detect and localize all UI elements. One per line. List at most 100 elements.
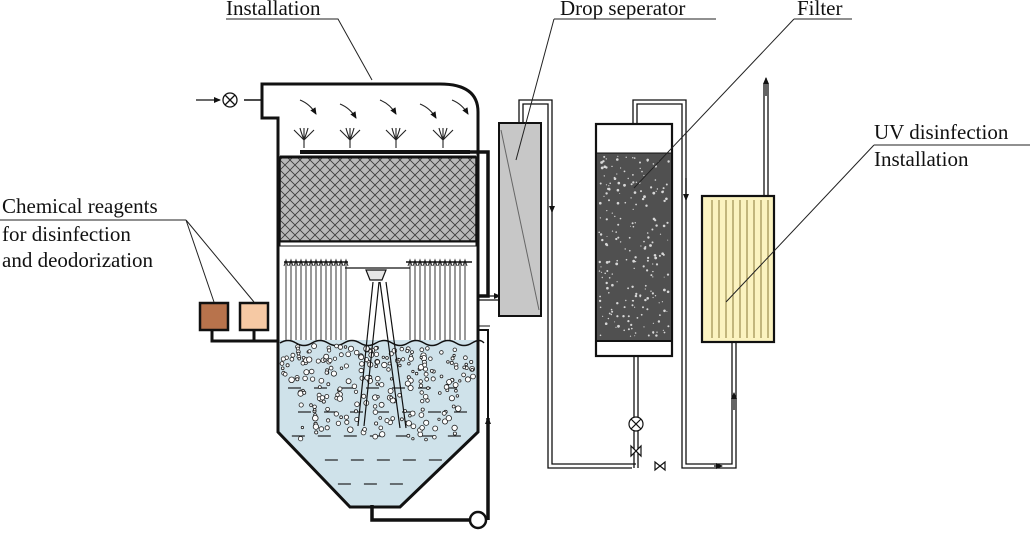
uv-disinfection-unit xyxy=(700,194,776,344)
bubble xyxy=(312,404,317,409)
spray-nozzle xyxy=(293,127,315,148)
bubble xyxy=(280,356,286,362)
filter-speck xyxy=(631,327,633,330)
bubble xyxy=(423,394,429,400)
gas-flow-arrow xyxy=(339,103,357,119)
filter-speck xyxy=(646,269,649,272)
bubble xyxy=(420,398,425,404)
filter-speck xyxy=(603,195,605,197)
reagent-tank-2 xyxy=(238,301,270,332)
bubble xyxy=(302,375,308,382)
bubble xyxy=(288,376,295,383)
bubble xyxy=(384,418,390,424)
filter-speck xyxy=(628,236,631,239)
bubble xyxy=(443,384,450,390)
filter-speck xyxy=(619,241,622,243)
bubble xyxy=(408,356,414,362)
bubble xyxy=(455,405,462,412)
bubble xyxy=(437,417,441,421)
tube-tip xyxy=(343,258,349,267)
bubble xyxy=(372,409,379,415)
filter-speck xyxy=(604,322,608,326)
bubble xyxy=(418,383,424,388)
bubble xyxy=(419,355,423,360)
filter-speck xyxy=(616,188,620,192)
bubble xyxy=(418,379,423,384)
bubble xyxy=(463,355,468,361)
filter-speck xyxy=(642,265,645,268)
filter-speck xyxy=(599,182,602,185)
filter-speck xyxy=(644,284,647,287)
filter-speck xyxy=(659,233,662,235)
filter-speck xyxy=(661,301,664,303)
filter-speck xyxy=(608,292,610,294)
bubble xyxy=(378,425,384,431)
filter-speck xyxy=(633,267,635,270)
filter-speck xyxy=(652,191,656,195)
bubble xyxy=(397,358,401,362)
filter-speck xyxy=(617,223,620,226)
tube-tip xyxy=(412,258,418,267)
filter-speck xyxy=(658,302,660,304)
filter-speck xyxy=(652,322,655,324)
bubble xyxy=(410,423,417,430)
bubble xyxy=(389,377,394,381)
bubble xyxy=(317,385,322,390)
bubble xyxy=(321,399,326,404)
filter-speck xyxy=(608,188,611,191)
filter-speck xyxy=(604,272,606,275)
filter-speck xyxy=(608,277,611,279)
filter-speck xyxy=(635,292,638,295)
bubble xyxy=(399,346,404,352)
spray-nozzle xyxy=(385,127,407,148)
bubble xyxy=(455,394,460,398)
filter-speck xyxy=(652,217,656,221)
bubble xyxy=(307,349,312,354)
bubble xyxy=(454,365,459,370)
filter-speck xyxy=(598,231,600,234)
bubble xyxy=(373,346,378,351)
filter-speck xyxy=(608,185,610,187)
bubble xyxy=(409,410,416,417)
bubble xyxy=(411,437,415,441)
gas-flow-arrows xyxy=(299,99,469,119)
filter-speck xyxy=(666,221,669,224)
filter-speck xyxy=(655,334,658,337)
bubble xyxy=(326,348,332,353)
filter-speck xyxy=(616,158,619,161)
bubble xyxy=(378,401,385,408)
filter-speck xyxy=(662,329,665,331)
filter-speck xyxy=(643,174,645,177)
filter-speck xyxy=(663,288,666,292)
tube-tip xyxy=(298,258,304,267)
bubble xyxy=(424,437,428,442)
tube-tip xyxy=(437,258,443,267)
chemical-feed-pipe xyxy=(210,330,278,343)
bubble xyxy=(285,363,290,368)
bubble xyxy=(417,364,425,371)
filter-speck xyxy=(643,326,645,328)
filter-speck xyxy=(627,177,629,180)
filter-speck xyxy=(600,271,603,273)
filter-speck xyxy=(617,324,620,328)
filter-speck xyxy=(655,224,658,227)
filter-speck xyxy=(633,157,636,159)
central-distributor xyxy=(345,267,410,429)
filter-speck xyxy=(608,199,610,202)
filter-speck xyxy=(665,183,668,186)
filter-speck xyxy=(623,170,626,173)
filter-speck xyxy=(634,332,637,334)
bubble xyxy=(328,365,334,371)
filter-speck xyxy=(598,260,601,264)
filter-speck xyxy=(632,208,634,210)
bubble xyxy=(437,391,442,395)
tube-tip xyxy=(283,258,289,267)
filter-speck xyxy=(643,240,645,243)
bubble xyxy=(335,420,341,426)
filter-speck xyxy=(646,232,649,234)
bubble xyxy=(297,436,304,442)
bubble xyxy=(385,356,389,360)
filter-speck xyxy=(616,302,619,305)
bubble xyxy=(432,435,437,440)
filter-speck xyxy=(656,331,658,333)
